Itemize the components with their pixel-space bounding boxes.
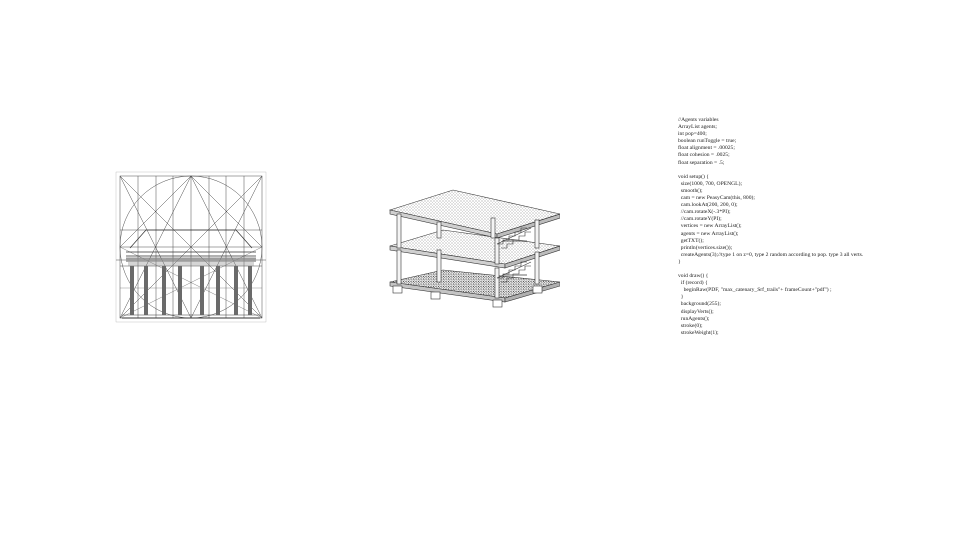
code-line: //cam.rotateX(-.3*PI); — [678, 209, 731, 216]
code-line: displayVerts(); — [678, 308, 714, 315]
code-line: if (record) { — [678, 280, 708, 287]
code-line: } — [678, 294, 684, 301]
domino-structure-drawing — [388, 189, 560, 308]
code-line: float alignment = .00025; — [678, 145, 735, 152]
code-line — [678, 167, 898, 174]
code-line: runAgents(); — [678, 315, 710, 322]
code-line: vertices = new ArrayList(); — [678, 223, 742, 230]
code-line: smooth(); — [678, 187, 703, 194]
code-line: println(vertices.size()); — [678, 244, 733, 251]
code-line: //Agents variables — [678, 117, 719, 123]
code-line: agents = new ArrayList(); — [678, 230, 739, 237]
code-line: background(255); — [678, 301, 721, 308]
code-line: createAgents(3);//type 1 on z=0, type 2 … — [678, 251, 864, 258]
code-line: void draw() { — [678, 273, 709, 280]
code-line: size(1000, 700, OPENGL); — [678, 180, 743, 187]
code-line: beginRaw(PDF, "max_catenary_Srf_trails"+… — [678, 287, 832, 294]
proportion-construction-drawing — [115, 171, 267, 323]
code-line: float cohesion = .0025; — [678, 152, 730, 159]
code-line: cam = new PeasyCam(this, 800); — [678, 195, 755, 202]
code-line: //cam.rotateY(PI); — [678, 216, 722, 223]
code-line: float separation = .5; — [678, 159, 725, 166]
code-line: boolean runToggle = true; — [678, 138, 737, 145]
code-line — [678, 266, 898, 273]
code-line: cam.lookAt(200, 200, 0); — [678, 202, 738, 209]
code-line: stroke(0); — [678, 322, 703, 329]
code-line: ArrayList agents; — [678, 124, 717, 131]
code-line: getTXT(); — [678, 237, 704, 244]
code-line: strokeWeight(1); — [678, 329, 719, 336]
code-line: int pop=400; — [678, 131, 707, 138]
code-line: } — [678, 258, 681, 265]
code-line: void setup() { — [678, 173, 709, 180]
